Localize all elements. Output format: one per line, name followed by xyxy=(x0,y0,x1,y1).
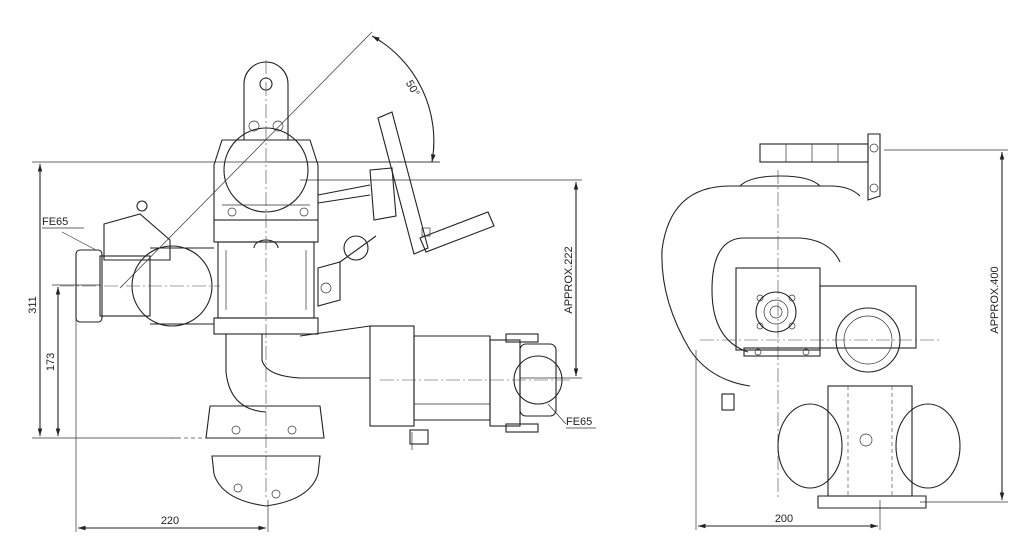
base-foot xyxy=(170,437,321,507)
outlet-label: FE65 xyxy=(566,416,592,428)
handwheel[interactable] xyxy=(317,111,495,255)
dim-400-label: APPROX.400 xyxy=(989,266,1001,333)
dimension-173: 173 xyxy=(45,284,100,436)
dimension-angle-50: 50° xyxy=(119,31,440,289)
dimension-311: 311 xyxy=(27,161,440,439)
dimension-200: 200 xyxy=(695,350,881,530)
inlet-coupling: FE65 xyxy=(42,200,220,327)
outlet-label-group: FE65 xyxy=(547,403,596,429)
dim-222-label: APPROX.222 xyxy=(563,246,575,313)
dim-173-label: 173 xyxy=(45,353,57,371)
side-view: 311 173 220 APPROX.222 50° xyxy=(27,31,596,532)
front-body xyxy=(700,267,940,411)
dimension-approx-400: APPROX.400 xyxy=(884,149,1008,503)
lower-outlets xyxy=(777,385,961,509)
dim-200-label: 200 xyxy=(775,513,793,525)
front-handle[interactable] xyxy=(759,133,881,201)
front-view: 200 APPROX.400 xyxy=(661,133,1008,530)
angle-label: 50° xyxy=(403,78,422,98)
dim-311-label: 311 xyxy=(27,296,39,314)
dim-220-label: 220 xyxy=(161,515,179,527)
relief-valve xyxy=(317,235,377,307)
dimension-approx-222: APPROX.222 xyxy=(300,179,582,379)
elbow-pipe xyxy=(205,60,371,500)
outlet-body xyxy=(369,325,570,450)
dimension-220: 220 xyxy=(75,285,269,532)
loop-pipe xyxy=(661,170,861,500)
inlet-label: FE65 xyxy=(42,216,68,228)
